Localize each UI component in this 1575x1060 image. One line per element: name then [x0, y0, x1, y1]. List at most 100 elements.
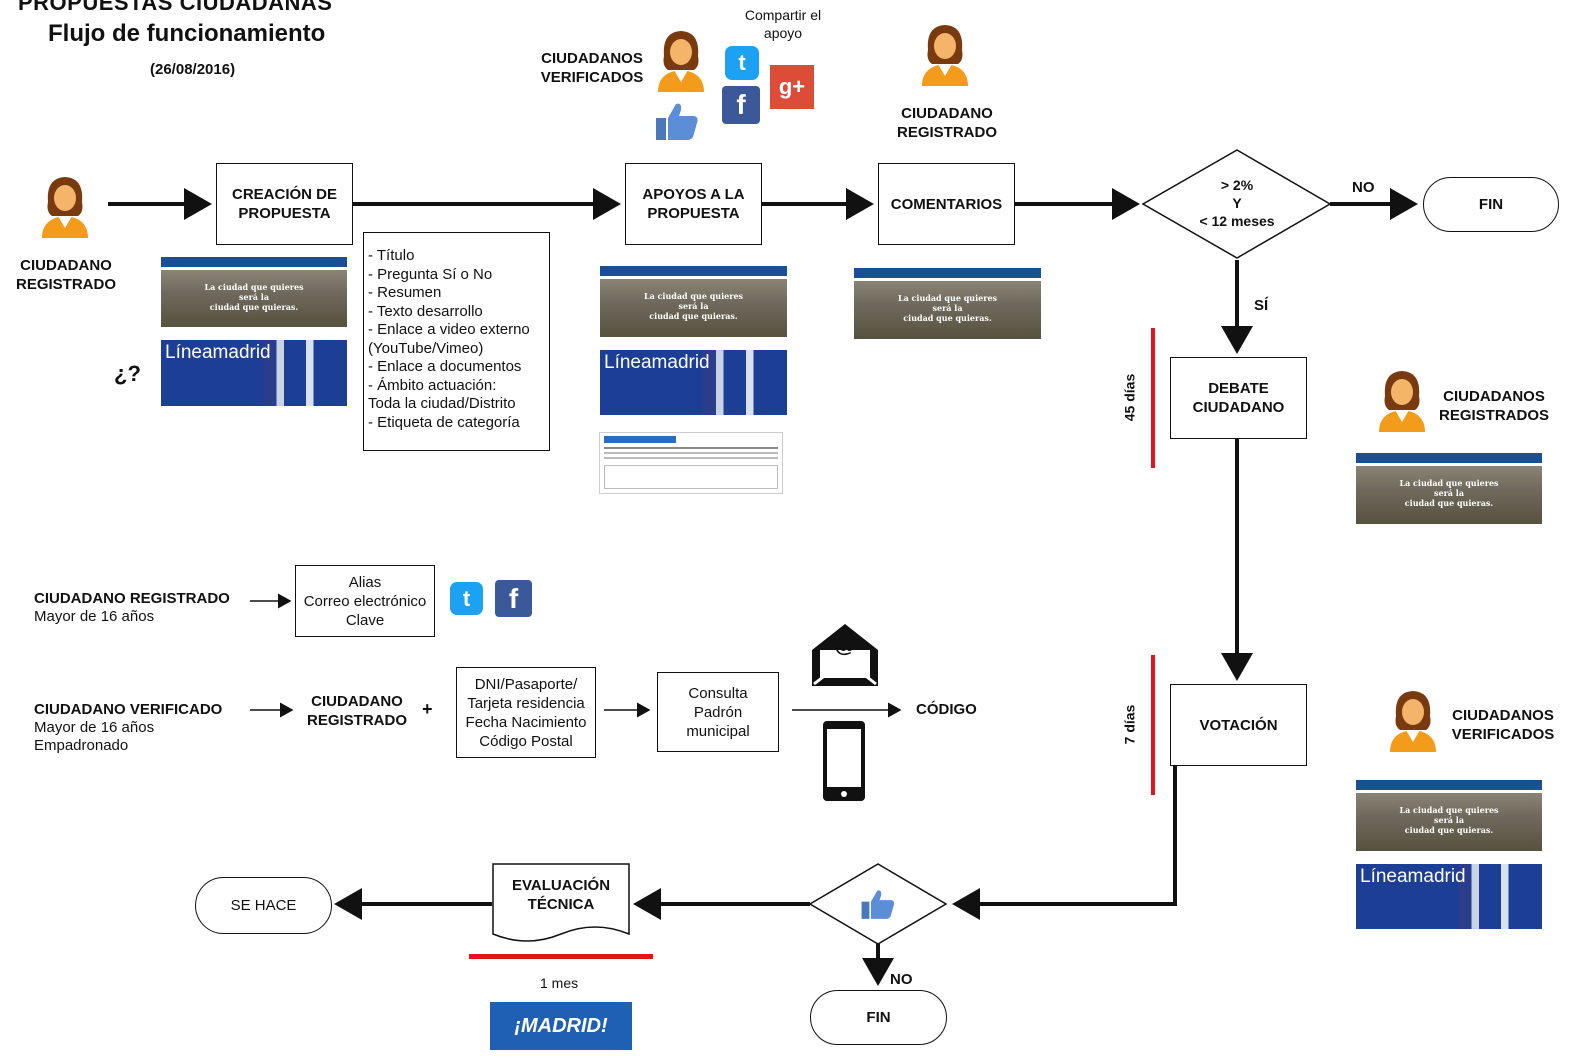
- hero-text: La ciudad que quieres será la ciudad que…: [204, 281, 304, 312]
- verificado-step: CIUDADANO REGISTRADO: [306, 693, 407, 729]
- proposal-fields-list: - Título- Pregunta Sí o No- Resumen- Tex…: [368, 247, 530, 432]
- page-date: (26/08/2016): [150, 61, 236, 78]
- linea-madrid-text: Líneamadrid: [604, 352, 710, 373]
- plus-sign: +: [422, 699, 433, 719]
- votacion-duration-bar: [1151, 655, 1155, 795]
- person-icon: [1379, 371, 1425, 432]
- madrid-logo: ¡MADRID!: [490, 1002, 632, 1050]
- person-icon: [42, 177, 88, 238]
- hero-text: La ciudad que quieres será la ciudad que…: [643, 290, 744, 321]
- proposal-field-item: - Pregunta Sí o No: [368, 265, 493, 283]
- debate-label: DEBATE CIUDADANO: [1192, 380, 1285, 416]
- registrado-fields-box: Alias Correo electrónico Clave: [295, 565, 435, 637]
- proposal-fields-box: - Título- Pregunta Sí o No- Resumen- Tex…: [363, 232, 550, 451]
- apoyos-box: APOYOS A LA PROPUESTA: [625, 163, 762, 245]
- twitter-icon: t: [450, 582, 483, 615]
- linea-madrid-image: Líneamadrid: [600, 350, 787, 415]
- thumbs-up-icon: [656, 103, 698, 140]
- edge-no-top: NO: [1352, 179, 1375, 196]
- twitter-icon: t: [725, 46, 759, 80]
- website-screenshot: La ciudad que quieres será la ciudad que…: [161, 257, 347, 327]
- linea-madrid-image: Líneamadrid: [1356, 864, 1542, 929]
- registrado-sub: Mayor de 16 años: [34, 608, 155, 625]
- actor-registrado-comentarios-label: CIUDADANO REGISTRADO: [896, 105, 997, 141]
- linea-madrid-text: Líneamadrid: [1360, 866, 1466, 887]
- votacion-box: VOTACIÓN: [1170, 684, 1307, 766]
- actor-registrados-debate-label: CIUDADANOS REGISTRADOS: [1438, 388, 1549, 424]
- debate-duration-bar: [1151, 328, 1155, 468]
- hero-text: La ciudad que quieres será la ciudad que…: [1399, 477, 1499, 508]
- actor-verificados-votacion-label: CIUDADANOS VERIFICADOS: [1451, 707, 1555, 743]
- creacion-question: ¿?: [114, 361, 141, 386]
- votacion-duration-label: 7 días: [1121, 704, 1138, 745]
- verificado-sub: Mayor de 16 años Empadronado: [34, 719, 155, 754]
- se-hace-terminal: SE HACE: [195, 877, 332, 934]
- linea-madrid-image: Líneamadrid: [161, 340, 347, 406]
- registrado-title: CIUDADANO REGISTRADO: [34, 590, 230, 607]
- edge-no-bottom: NO: [890, 971, 913, 988]
- proposal-field-item: (YouTube/Vimeo): [368, 339, 484, 357]
- linea-madrid-text: Líneamadrid: [165, 342, 271, 363]
- actor-verificados-top-label: CIUDADANOS VERIFICADOS: [540, 50, 644, 86]
- verificado-title: CIUDADANO VERIFICADO: [34, 701, 223, 718]
- proposal-field-item: Toda la ciudad/Distrito: [368, 395, 516, 412]
- person-icon: [922, 25, 968, 86]
- decision-label: > 2% Y < 12 meses: [1199, 177, 1275, 229]
- edge-si: SÍ: [1254, 297, 1269, 314]
- fin-top-label: FIN: [1478, 196, 1504, 213]
- website-screenshot: La ciudad que quieres será la ciudad que…: [600, 266, 787, 337]
- svg-text:@: @: [834, 632, 855, 657]
- facebook-icon: f: [722, 86, 760, 124]
- compartir-label: Compartir el apoyo: [744, 7, 822, 41]
- madrid-logo-text: ¡MADRID!: [514, 1014, 608, 1037]
- votacion-label: VOTACIÓN: [1199, 716, 1278, 734]
- hero-text: La ciudad que quieres será la ciudad que…: [1399, 804, 1499, 835]
- se-hace-label: SE HACE: [230, 897, 297, 914]
- decision-diamond: [1141, 149, 1332, 259]
- codigo-label: CÓDIGO: [916, 701, 977, 718]
- website-screenshot: La ciudad que quieres será la ciudad que…: [1356, 453, 1542, 524]
- comentarios-label: COMENTARIOS: [890, 195, 1003, 213]
- email-icon: @: [812, 624, 878, 686]
- website-screenshot: La ciudad que quieres será la ciudad que…: [854, 268, 1041, 339]
- creacion-label: CREACIÓN DE PROPUESTA: [231, 186, 337, 222]
- proposal-field-item: - Ámbito actuación:: [368, 376, 497, 394]
- website-screenshot: La ciudad que quieres será la ciudad que…: [1356, 780, 1542, 851]
- arrow-votacion-thumbs: [952, 765, 1177, 920]
- proposal-field-item: - Enlace a documentos: [368, 358, 522, 375]
- actor-start-label: CIUDADANO REGISTRADO: [15, 257, 116, 293]
- verificado-fields: DNI/Pasaporte/ Tarjeta residencia Fecha …: [465, 675, 587, 750]
- evaluacion-shape: [492, 863, 630, 942]
- fin-bottom-label: FIN: [866, 1009, 891, 1026]
- registrado-fields: Alias Correo electrónico Clave: [303, 573, 427, 629]
- document-thumbnail: [599, 432, 783, 494]
- evaluacion-label: EVALUACIÓN TÉCNICA: [511, 877, 611, 913]
- thumbs-up-icon: [861, 890, 895, 919]
- fin-bottom: FIN: [810, 990, 947, 1045]
- verificado-fields-box: DNI/Pasaporte/ Tarjeta residencia Fecha …: [456, 667, 596, 758]
- comentarios-box: COMENTARIOS: [878, 163, 1015, 245]
- page-subtitle: Flujo de funcionamiento: [48, 20, 326, 47]
- phone-icon: [823, 721, 865, 801]
- facebook-icon: f: [495, 580, 532, 617]
- person-icon: [658, 31, 704, 92]
- debate-duration-label: 45 días: [1121, 373, 1138, 422]
- consulta-box: Consulta Padrón municipal: [657, 672, 779, 752]
- proposal-field-item: - Resumen: [368, 284, 442, 301]
- proposal-field-item: - Enlace a video externo: [368, 321, 530, 338]
- person-icon: [1390, 691, 1436, 752]
- creacion-box: CREACIÓN DE PROPUESTA: [216, 163, 353, 245]
- proposal-field-item: - Título: [368, 247, 415, 264]
- consulta-label: Consulta Padrón municipal: [686, 684, 750, 740]
- proposal-field-item: - Etiqueta de categoría: [368, 413, 520, 431]
- fin-top: FIN: [1423, 177, 1559, 232]
- page-title: PROPUESTAS CIUDADANAS: [18, 0, 333, 15]
- evaluacion-duration-label: 1 mes: [540, 975, 579, 991]
- debate-box: DEBATE CIUDADANO: [1170, 357, 1307, 439]
- apoyos-label: APOYOS A LA PROPUESTA: [642, 186, 745, 222]
- hero-text: La ciudad que quieres será la ciudad que…: [897, 292, 998, 323]
- google-plus-icon: g+: [770, 65, 814, 109]
- proposal-field-item: - Texto desarrollo: [368, 302, 483, 320]
- evaluacion-duration-bar: [469, 954, 653, 959]
